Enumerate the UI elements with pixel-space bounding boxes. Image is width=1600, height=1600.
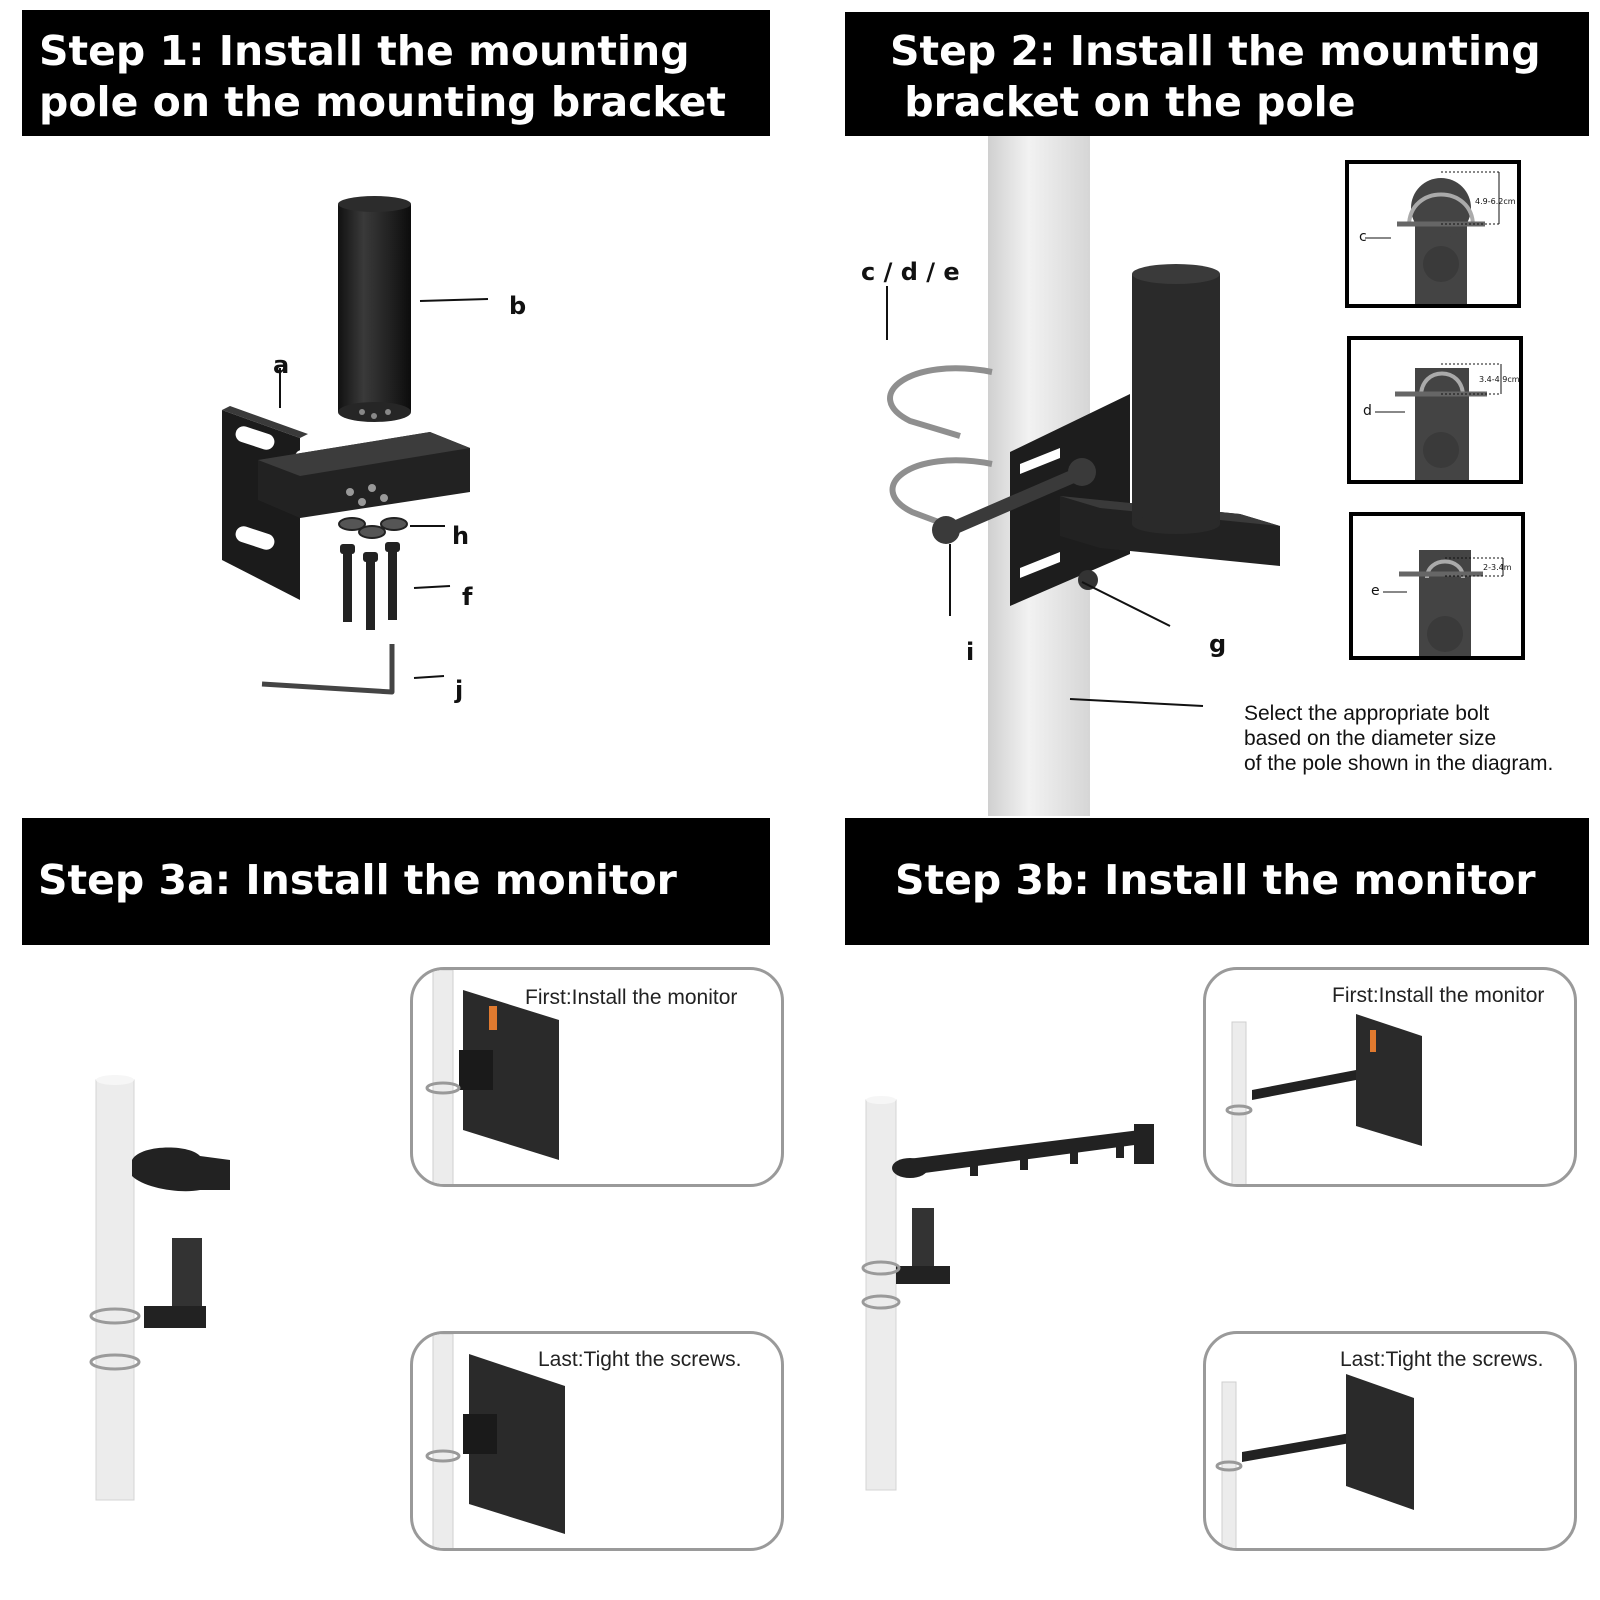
hex-key: [261, 644, 395, 695]
step3a-card-first: First:Install the monitor: [410, 967, 784, 1187]
inset-e-label: e: [1371, 583, 1380, 599]
step3b-card-first-caption: First:Install the monitor: [1332, 984, 1545, 1007]
inset-d-label: d: [1363, 403, 1372, 419]
step3b-title: Step 3b: Install the monitor: [895, 856, 1536, 904]
step3b-banner: Step 3b: Install the monitor: [845, 818, 1589, 945]
step1-leader-lines: [279, 298, 489, 679]
inset-d: 3.4-4.9cm d: [1347, 336, 1523, 484]
step3b-card-last-caption: Last:Tight the screws.: [1340, 1348, 1544, 1371]
step3a-main-illustration: [89, 1075, 230, 1501]
step3a-title: Step 3a: Install the monitor: [38, 856, 677, 904]
part-label-cde: c / d / e: [861, 258, 960, 286]
step1-illustration: [222, 196, 489, 695]
mounting-bracket: [222, 406, 470, 600]
inset-d-range: 3.4-4.9cm: [1479, 375, 1520, 384]
step2-banner: Step 2: Install the mounting bracket on …: [845, 12, 1589, 136]
u-bolts: [887, 365, 993, 533]
step2-illustration: [886, 136, 1280, 816]
step1-title-line2: pole on the mounting bracket: [39, 78, 726, 126]
step3a-card-last-caption: Last:Tight the screws.: [538, 1348, 742, 1371]
step2-title-line2: bracket on the pole: [890, 78, 1356, 126]
step3a-banner: Step 3a: Install the monitor: [22, 818, 770, 945]
inset-c-label: c: [1359, 229, 1367, 245]
part-label-j: j: [455, 676, 464, 704]
step3a-card-last: Last:Tight the screws.: [410, 1331, 784, 1551]
part-label-g: g: [1209, 630, 1227, 658]
step2-title-line1: Step 2: Install the mounting: [890, 27, 1541, 75]
part-label-h: h: [452, 522, 470, 550]
inset-c: 4.9-6.2cm c: [1345, 160, 1521, 308]
part-label-b: b: [509, 292, 527, 320]
part-label-i: i: [966, 638, 975, 666]
step3b-card-last: Last:Tight the screws.: [1203, 1331, 1577, 1551]
step2-leader-lines: [886, 286, 1204, 707]
mounting-pole: [338, 196, 411, 422]
inset-e: 2-3.4m e: [1349, 512, 1525, 660]
inset-e-range: 2-3.4m: [1483, 563, 1512, 572]
wrench: [932, 458, 1096, 544]
step3a-card-first-caption: First:Install the monitor: [525, 986, 738, 1009]
step2-bracket: [1010, 264, 1280, 606]
inset-c-range: 4.9-6.2cm: [1475, 197, 1516, 206]
bolts: [340, 542, 400, 630]
step1-title-line1: Step 1: Install the mounting: [39, 27, 690, 75]
part-label-a: a: [273, 351, 290, 379]
step3b-main-illustration: [861, 1096, 1154, 1491]
bolt-selection-note: Select the appropriate bolt based on the…: [1244, 702, 1554, 775]
step3b-card-first: First:Install the monitor: [1203, 967, 1577, 1187]
part-label-f: f: [462, 583, 473, 611]
washers: [338, 517, 408, 539]
step1-banner: Step 1: Install the mounting pole on the…: [22, 10, 770, 136]
